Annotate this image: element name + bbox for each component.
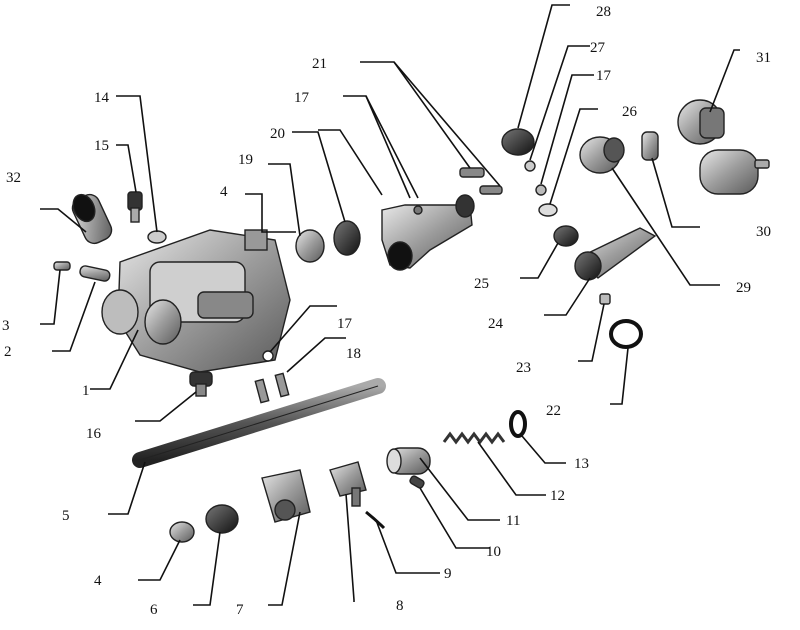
part-27-ring [524, 160, 536, 172]
part-14-washer [147, 230, 167, 244]
label-16: 16 [86, 426, 102, 442]
label-7: 7 [236, 602, 244, 618]
label-17-right: 17 [596, 68, 612, 84]
label-20: 20 [270, 126, 285, 142]
part-4-bushing-upper [295, 229, 325, 263]
part-1-housing [101, 229, 291, 373]
part-20-bearing [333, 220, 361, 256]
part-15-bolt [127, 191, 143, 223]
label-17-left: 17 [337, 316, 353, 332]
label-32: 32 [6, 170, 21, 186]
part-12-spring [442, 431, 506, 445]
part-28-cap [501, 128, 535, 156]
label-1: 1 [82, 383, 90, 399]
part-30-sleeve [641, 131, 659, 161]
label-31: 31 [756, 50, 771, 66]
label-22: 22 [546, 403, 561, 419]
label-6: 6 [150, 602, 158, 618]
part-25-nut [553, 225, 579, 247]
label-8: 8 [396, 598, 404, 614]
part-23-bolt [599, 293, 611, 305]
label-24: 24 [488, 316, 504, 332]
part-21-lever-arm [381, 167, 503, 271]
label-28: 28 [596, 4, 611, 20]
part-22-o-ring [609, 319, 643, 349]
label-3: 3 [2, 318, 10, 334]
part-labels: 1 2 3 4 4 5 6 7 8 9 10 11 12 13 14 15 16… [2, 4, 771, 618]
label-14: 14 [94, 90, 110, 106]
label-10: 10 [486, 544, 501, 560]
label-17-top: 17 [294, 90, 310, 106]
part-17-pin-right [535, 184, 547, 196]
label-19: 19 [238, 152, 253, 168]
label-26: 26 [622, 104, 638, 120]
label-9: 9 [444, 566, 452, 582]
label-15: 15 [94, 138, 109, 154]
label-18: 18 [346, 346, 361, 362]
part-8-fork [329, 461, 367, 507]
part-31-motor [677, 99, 770, 195]
part-17-pin-upper [413, 205, 423, 215]
part-9-spring-clip [365, 510, 386, 530]
leader-lines [40, 4, 740, 606]
part-29-gear [579, 136, 625, 174]
part-18-bolts [254, 372, 290, 404]
part-11-sleeve [386, 447, 431, 475]
label-4-upper: 4 [220, 184, 228, 200]
part-16-pin [189, 371, 213, 397]
part-6-roller [205, 504, 239, 534]
label-13: 13 [574, 456, 589, 472]
label-30: 30 [756, 224, 771, 240]
shaft-edge [139, 385, 379, 461]
part-7-bracket [261, 469, 311, 523]
label-21: 21 [312, 56, 327, 72]
part-10-pin [409, 475, 425, 489]
label-5: 5 [62, 508, 70, 524]
part-26-washer [538, 203, 558, 217]
part-3-pin [53, 261, 71, 271]
label-29: 29 [736, 280, 751, 296]
label-11: 11 [506, 513, 520, 529]
part-32-cylinder [71, 193, 113, 245]
part-24-link-arm [574, 227, 657, 281]
part-4-bushing-lower [169, 521, 195, 543]
label-4-lower: 4 [94, 573, 102, 589]
label-25: 25 [474, 276, 489, 292]
part-17-ring-left [262, 350, 274, 362]
part-13-ring [509, 410, 527, 438]
label-27: 27 [590, 40, 606, 56]
label-2: 2 [4, 344, 12, 360]
part-2-pin [79, 265, 111, 282]
label-12: 12 [550, 488, 565, 504]
label-23: 23 [516, 360, 531, 376]
